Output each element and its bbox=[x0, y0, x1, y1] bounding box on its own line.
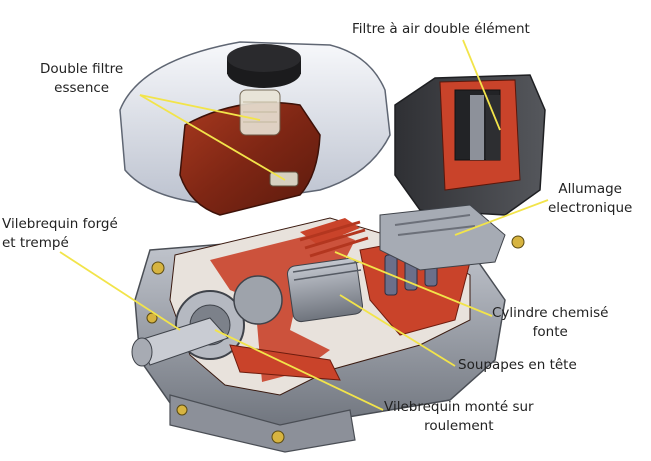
label-crankshaft-forged: Vilebrequin forgé et trempé bbox=[2, 215, 118, 253]
leader-cylinder bbox=[334, 251, 493, 317]
leader-air-filter bbox=[462, 39, 501, 131]
label-line: electronique bbox=[548, 200, 633, 216]
leader-crank-forged bbox=[59, 251, 181, 331]
label-line: Cylindre chemisé bbox=[492, 305, 609, 321]
label-crankshaft-bearing: Vilebrequin monté sur roulement bbox=[384, 398, 534, 436]
label-line: roulement bbox=[424, 418, 494, 434]
label-line: Vilebrequin monté sur bbox=[384, 399, 534, 415]
leader-crank-bearing bbox=[214, 329, 384, 411]
label-line: Soupapes en tête bbox=[458, 357, 577, 373]
label-line: Filtre à air double élément bbox=[352, 21, 530, 37]
label-line: Vilebrequin forgé bbox=[2, 216, 118, 232]
label-ignition: Allumage electronique bbox=[548, 180, 632, 218]
label-cylinder: Cylindre chemisé fonte bbox=[492, 304, 608, 342]
piston bbox=[286, 257, 364, 323]
label-valves: Soupapes en tête bbox=[458, 356, 577, 375]
leader-lines bbox=[59, 39, 549, 411]
label-air-filter: Filtre à air double élément bbox=[352, 20, 530, 39]
label-line: fonte bbox=[532, 324, 568, 340]
label-line: essence bbox=[54, 80, 110, 96]
ignition-coil bbox=[379, 204, 506, 271]
label-fuel-filter: Double filtre essence bbox=[40, 60, 123, 98]
label-line: et trempé bbox=[2, 235, 69, 251]
leader-fuel-filter-2 bbox=[139, 94, 286, 181]
leader-fuel-filter-1 bbox=[139, 94, 261, 121]
leader-valves bbox=[339, 294, 456, 367]
leader-ignition bbox=[454, 199, 549, 236]
label-line: Allumage bbox=[558, 181, 622, 197]
base-plate bbox=[169, 394, 356, 453]
label-line: Double filtre bbox=[40, 61, 124, 77]
